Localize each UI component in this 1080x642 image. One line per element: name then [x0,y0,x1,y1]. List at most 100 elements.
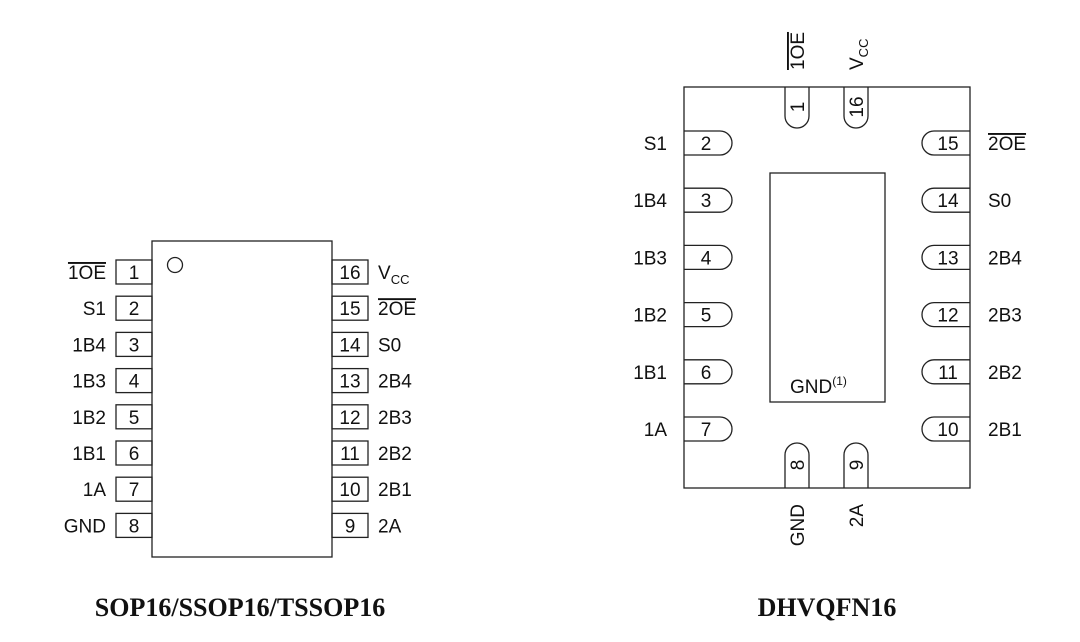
qfn-pin-pad [921,359,970,385]
qfn-pin-pad [684,187,733,213]
sop-pin-number: 5 [129,408,140,429]
sop-pin-box [115,404,153,430]
sop-pin-number: 15 [339,299,360,320]
qfn-pin-label: 1B4 [633,191,667,212]
sop-pin-label: 2OE [378,299,416,320]
sop-pin-label: 1OE [68,263,106,284]
sop-pin-number: 2 [129,299,140,320]
sop-pin-label: VCC [378,263,409,287]
sop-pin-box [331,440,369,466]
sop-pin-box [115,259,153,285]
sop-pin-number: 1 [129,263,140,284]
sop-pin-label: 1B1 [72,444,106,465]
sop-pin-box [115,367,153,394]
sop-pin-box [331,367,369,394]
qfn-pin-number: 9 [847,460,868,471]
qfn-pin-label: 1A [644,420,668,441]
qfn-pin-7: 7 1A [644,416,733,442]
qfn-pin-number: 14 [937,191,959,212]
qfn-pin-3: 3 1B4 [633,187,733,213]
sop-pin-box [115,331,153,358]
qfn-pin-number: 1 [788,102,809,113]
sop-pin-label: 1B4 [72,335,106,356]
qfn-pin-pad [684,359,733,385]
sop-pin-box [331,331,369,358]
sop-pin-number: 6 [129,444,140,465]
sop-pin-number: 11 [340,444,360,465]
qfn-pin-number: 7 [701,420,712,441]
qfn-pin-number: 3 [701,191,712,212]
sop-pin-box [331,512,369,539]
sop-pin-1: 1 1OE [68,259,153,285]
sop-pin-2: 2S1 [83,295,153,321]
sop-pin-label: 1A [83,480,107,501]
qfn-pad-label: GND(1) [790,374,847,398]
qfn-pin-number: 10 [937,420,958,441]
qfn-pin-pad [921,130,970,156]
qfn-pin-15: 15 2OE [921,130,1026,156]
sop-pin-16: 16 VCC [331,259,409,287]
sop-pin-number: 13 [339,372,360,393]
qfn-pin-label: 2B3 [988,306,1022,327]
qfn-pin-pad [843,442,869,488]
qfn-pin-pad [921,244,970,271]
sop-pin-11: 11 2B2 [331,440,412,466]
sop-pin-number: 10 [339,480,360,501]
sop-pin-label: 1B2 [72,408,106,429]
qfn-pin-number: 16 [847,96,868,117]
qfn-caption: DHVQFN16 [758,593,897,622]
qfn-pin-4: 4 1B3 [633,244,733,271]
qfn-pin-number: 13 [937,248,958,269]
sop-pin-number: 9 [345,516,356,537]
qfn-pin-label: 2OE [988,134,1026,155]
sop-pin-number: 16 [339,263,360,284]
sop-pin-label: 1B3 [72,372,106,393]
qfn-pin-label: S1 [644,134,667,155]
sop-pin-7: 7 1A [83,476,153,502]
qfn-pin-pad [921,416,970,442]
sop-pin-label: S0 [378,335,401,356]
qfn-pin-label: 2B4 [988,248,1022,269]
qfn-pin-pad [684,244,733,271]
sop-pin-label: 2B1 [378,480,412,501]
qfn-pin-number: 11 [938,363,958,384]
qfn-pin-label: VCC [847,39,871,70]
qfn-pin-number: 5 [701,306,712,327]
sop-pin-6: 6 1B1 [72,440,153,466]
sop-pin-number: 14 [339,335,361,356]
sop-pin-label: 2B4 [378,372,412,393]
qfn-pad-note: (1) [832,374,847,388]
sop-pin-number: 8 [129,516,140,537]
qfn-pin-label: 1B3 [633,248,667,269]
sop-pin-box [331,404,369,430]
qfn-pin-number: 8 [788,460,809,471]
qfn-pin-number: 4 [701,248,712,269]
sop-pin-box [115,440,153,466]
sop-pin-label: 2B2 [378,444,412,465]
sop-caption: SOP16/SSOP16/TSSOP16 [95,593,385,622]
sop-pin-box [115,512,153,539]
qfn-pad-label-text: GND [790,377,832,398]
sop-pin-number: 12 [339,408,360,429]
sop-pin-15: 15 2OE [331,295,416,321]
qfn-pin-label: 2B1 [988,420,1022,441]
sop-pin-box [115,295,153,321]
qfn-pin-label: GND [788,504,809,546]
sop-pin1-marker [166,256,184,274]
qfn-package-body [683,86,971,489]
qfn-pin-number: 15 [937,134,958,155]
qfn-pin-pad [843,87,869,129]
sop-pin-number: 7 [129,480,140,501]
qfn-pin-pad [784,442,810,488]
